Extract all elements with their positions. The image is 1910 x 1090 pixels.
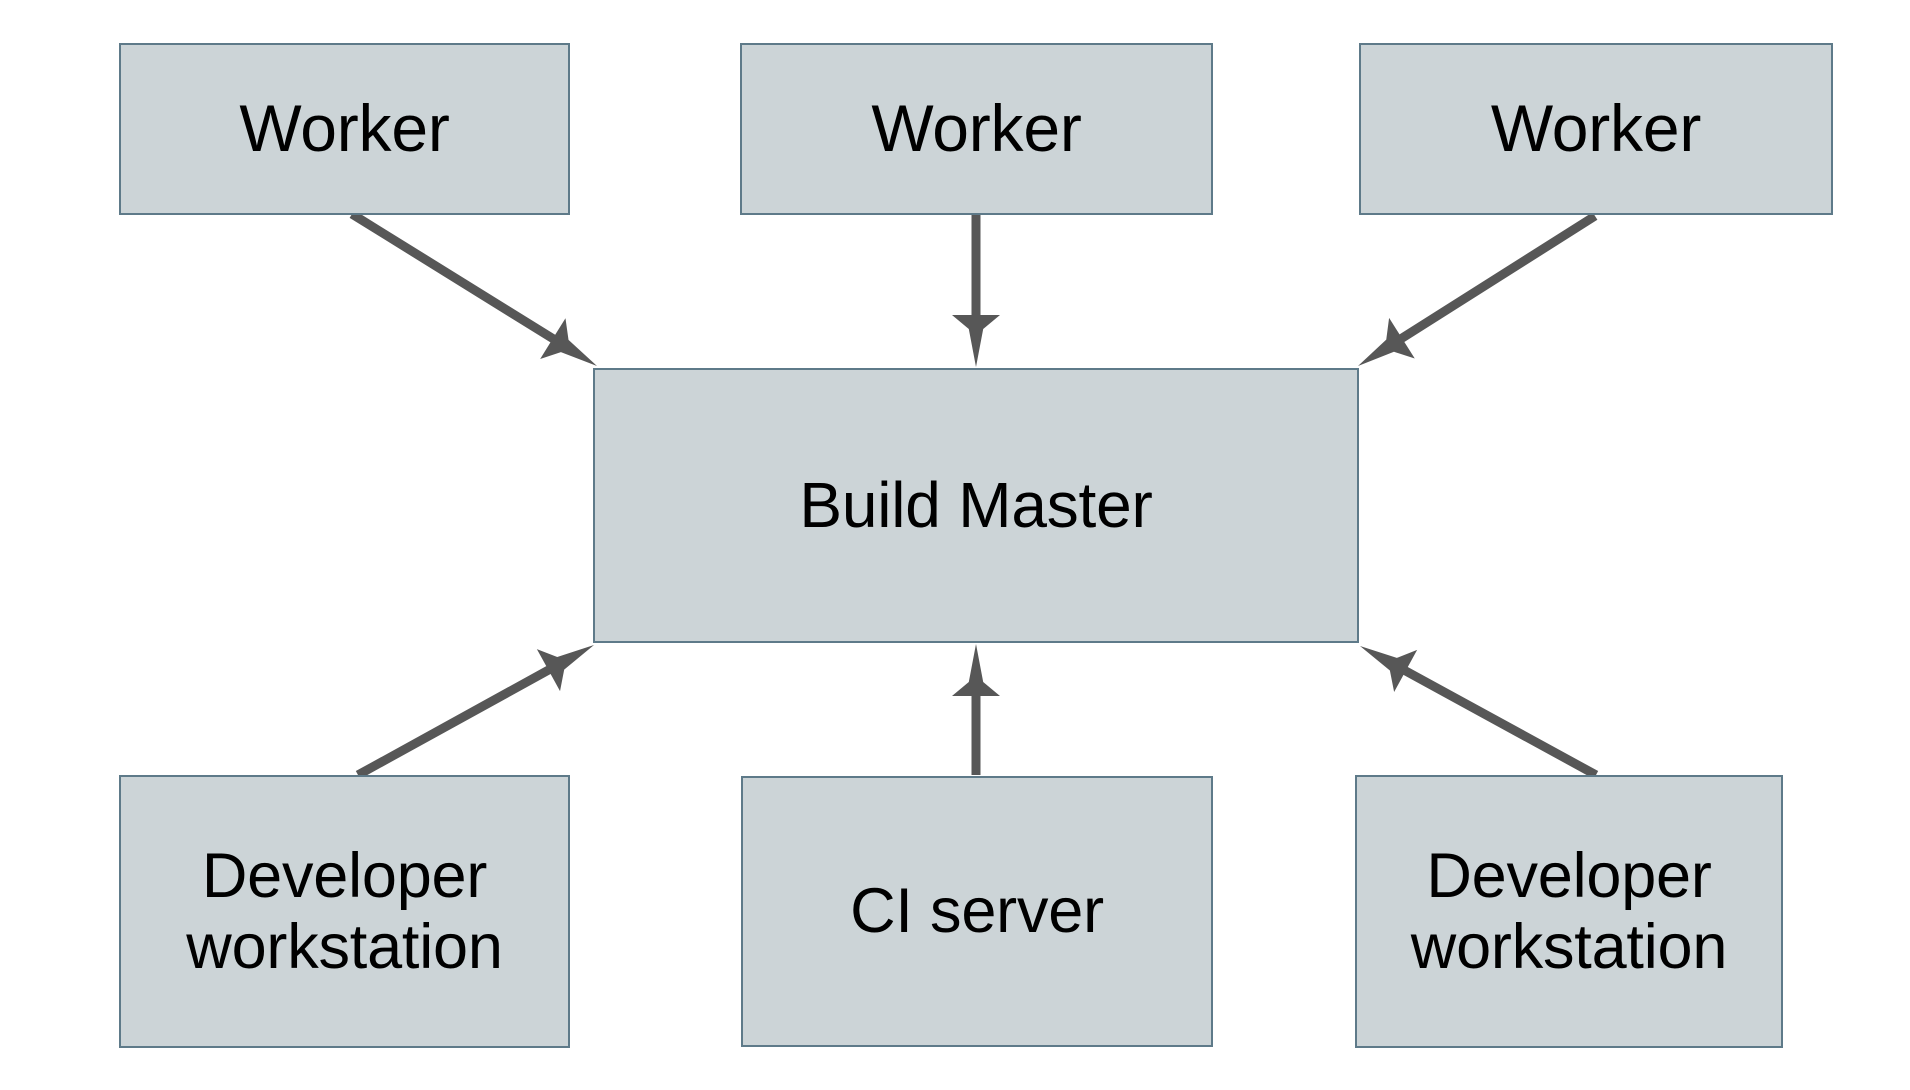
- node-developer-workstation-left[interactable]: Developer workstation: [119, 775, 570, 1048]
- node-build-master[interactable]: Build Master: [593, 368, 1359, 643]
- edge-worker-right-to-build-master: [1358, 212, 1598, 366]
- edge-ci-server-to-build-master: [952, 644, 1000, 775]
- node-worker-center[interactable]: Worker: [740, 43, 1213, 215]
- node-label: Developer workstation: [1410, 840, 1728, 982]
- edge-worker-left-to-build-master: [349, 210, 597, 366]
- node-worker-left[interactable]: Worker: [119, 43, 570, 215]
- edge-worker-center-to-build-master: [952, 215, 1000, 367]
- node-worker-right[interactable]: Worker: [1359, 43, 1833, 215]
- node-label: Worker: [1490, 91, 1702, 166]
- node-ci-server[interactable]: CI server: [741, 776, 1213, 1047]
- node-label: CI server: [850, 876, 1104, 947]
- edge-developer-workstation-left-to-build-master: [355, 645, 594, 779]
- node-label: Worker: [239, 91, 450, 166]
- node-label: Worker: [871, 91, 1082, 166]
- edge-developer-workstation-right-to-build-master: [1360, 646, 1599, 779]
- node-label: Developer workstation: [186, 840, 503, 982]
- node-developer-workstation-right[interactable]: Developer workstation: [1355, 775, 1783, 1048]
- node-label: Build Master: [799, 468, 1153, 541]
